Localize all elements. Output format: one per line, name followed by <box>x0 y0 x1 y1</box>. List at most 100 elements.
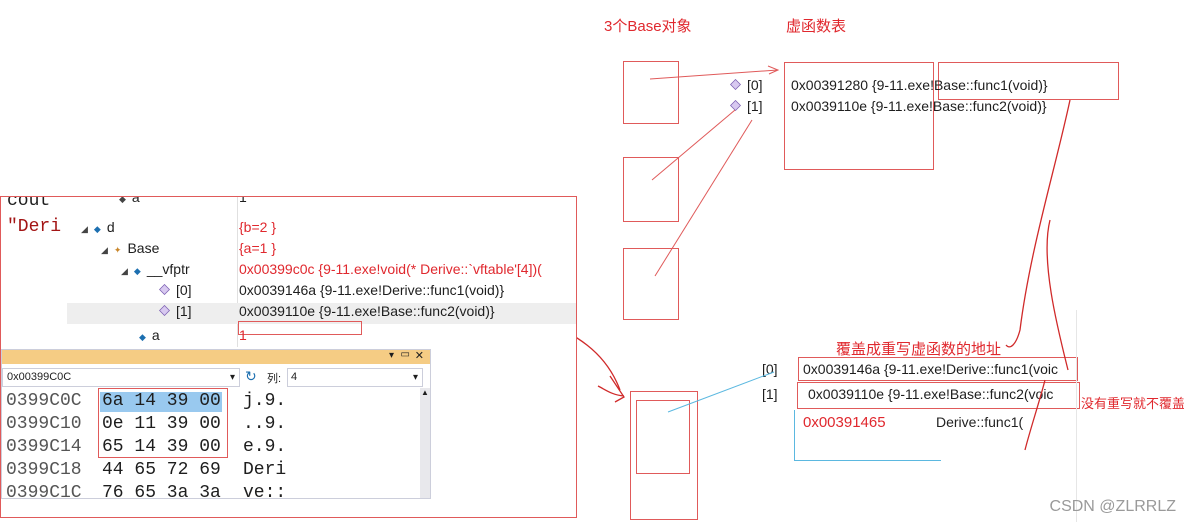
field-icon: ◆ <box>139 332 146 342</box>
memory-addresses: 0399C0C 0399C10 0399C14 0399C18 0399C1C <box>6 390 82 505</box>
chevron-down-icon[interactable]: ▾ <box>229 372 235 383</box>
tree-node-icon: ◆ <box>119 196 126 204</box>
column-divider <box>237 197 238 347</box>
derive-vfptr-box <box>636 400 690 474</box>
memory-ascii-row: ve:: <box>243 483 287 503</box>
vtable-label: 虚函数表 <box>786 18 847 35</box>
memory-ascii-row: j.9. <box>243 391 287 411</box>
memory-ascii-row: e.9. <box>243 437 287 457</box>
override-box-1 <box>797 382 1080 409</box>
column-select[interactable]: 4 ▾ <box>287 368 423 387</box>
derive-object-box <box>630 391 698 520</box>
column-label: 列: <box>267 373 282 385</box>
refresh-icon[interactable]: ↻ <box>245 368 257 384</box>
debugger-screenshot: cout "Deri ◆ a 1 ◢ ◆ d {b=2 } ◢ ✦ Base {a=1 }… <box>0 196 577 518</box>
memory-ascii: j.9. ..9. e.9. Deri ve:: <box>243 390 286 505</box>
address-input[interactable]: 0x00399C0C ▾ <box>2 368 240 387</box>
collapse-arrow-icon[interactable]: ◢ <box>121 266 128 276</box>
var-name: [0] <box>176 282 192 298</box>
field-icon: ◆ <box>93 224 101 234</box>
code-line-1: cout <box>7 196 51 211</box>
maximize-icon[interactable]: ▭ <box>400 349 410 360</box>
watch-row-d[interactable]: ◢ ◆ d {b=2 } <box>67 219 576 240</box>
memory-address: 0399C0C <box>6 391 82 411</box>
memory-address: 0399C10 <box>6 414 82 434</box>
memory-bytes-row[interactable]: 44 65 72 69 <box>102 460 221 480</box>
base-class-icon: ✦ <box>113 245 122 255</box>
row-index: [0] <box>762 361 778 377</box>
watch-row-a[interactable]: ◆ a 1 <box>67 196 576 210</box>
row-value: 0x0039110e {9-11.exe!Base::func2(voic <box>808 386 1054 402</box>
memory-address: 0399C18 <box>6 460 82 480</box>
var-value: 1 <box>239 196 247 205</box>
watch-row-base[interactable]: ◢ ✦ Base {a=1 } <box>67 240 576 261</box>
var-name: a <box>151 327 160 343</box>
memory-bytes[interactable]: 6a 14 39 00 0e 11 39 00 65 14 39 00 44 6… <box>102 390 221 505</box>
dropdown-icon[interactable]: ▾ <box>388 350 394 361</box>
watch-row-a2[interactable]: ◆a 1 <box>67 327 576 348</box>
close-icon[interactable]: ✕ <box>414 350 424 362</box>
row-value: 0x0039110e {9-11.exe!Base::func2(void)} <box>791 98 1047 114</box>
var-value: 0x00399c0c {9-11.exe!void(* Derive::`vft… <box>239 261 542 277</box>
field-icon: ◆ <box>133 266 141 276</box>
bytes-highlight-box <box>98 388 228 458</box>
var-value: 0x0039110e {9-11.exe!Base::func2(void)} <box>239 303 495 319</box>
base-object-box-2 <box>623 157 679 222</box>
memory-ascii-row: Deri <box>243 460 287 480</box>
selection-highlight <box>100 392 222 412</box>
top-vtable-row-0: [0] 0x00391280 {9-11.exe!Base::func1(voi… <box>730 77 1048 93</box>
address-annotation: 0x00391465 <box>803 414 886 431</box>
var-name: a <box>131 196 140 205</box>
base-object-box-1 <box>623 61 679 124</box>
memory-bytes-row[interactable]: 76 65 3a 3a <box>102 483 221 503</box>
scrollbar[interactable]: ▲ <box>420 388 430 498</box>
func2-highlight-box <box>238 321 362 335</box>
memory-ascii-row: ..9. <box>243 414 287 434</box>
memory-bytes-row[interactable]: 6a 14 39 00 <box>102 391 221 411</box>
var-value: 0x0039146a {9-11.exe!Derive::func1(void)… <box>239 282 505 298</box>
var-value: {a=1 } <box>239 240 276 256</box>
override-box-0 <box>798 357 1078 381</box>
address-value: 0x00399C0C <box>7 371 72 383</box>
collapse-arrow-icon[interactable]: ◢ <box>81 224 88 234</box>
var-name: Base <box>127 240 160 256</box>
collapse-arrow-icon[interactable]: ◢ <box>101 245 108 255</box>
field-icon <box>159 305 170 316</box>
row-value: 0x0039146a {9-11.exe!Derive::func1(voic <box>803 361 1059 377</box>
memory-bytes-row[interactable]: 0e 11 39 00 <box>102 414 221 434</box>
field-icon <box>159 284 170 295</box>
memory-address: 0399C1C <box>6 483 82 503</box>
var-name: __vfptr <box>146 261 190 277</box>
func1-highlight-box <box>938 62 1119 100</box>
memory-window: ▾ ▭ ✕ 0x00399C0C ▾ ↻ 列: 4 ▾ ▲ 0399C0C 03… <box>1 349 431 503</box>
memory-title-bar[interactable]: ▾ ▭ ✕ <box>2 349 430 364</box>
divider <box>1076 310 1077 522</box>
row-index: [1] <box>747 98 763 114</box>
code-line-2: "Deri <box>7 217 62 237</box>
memory-address: 0399C14 <box>6 437 82 457</box>
watch-row-vfptr-1[interactable]: [1] 0x0039110e {9-11.exe!Base::func2(voi… <box>67 303 576 324</box>
var-name: [1] <box>176 303 192 319</box>
column-value: 4 <box>291 371 298 383</box>
watch-row-vfptr[interactable]: ◢ ◆ __vfptr 0x00399c0c {9-11.exe!void(* De… <box>67 261 576 282</box>
blue-bracket <box>794 410 941 461</box>
bottom-vtable-row-0: [0] 0x0039146a {9-11.exe!Derive::func1(v… <box>762 361 1058 377</box>
vtable-box <box>784 62 934 170</box>
scroll-up-icon[interactable]: ▲ <box>421 388 429 397</box>
base-objects-label: 3个Base对象 <box>604 18 692 35</box>
derive-func-label: Derive::func1( <box>936 414 1024 430</box>
row-value: 0x00391280 {9-11.exe!Base::func1(void)} <box>791 77 1048 93</box>
not-overridden-note: 没有重写就不覆盖 <box>1081 396 1184 411</box>
bottom-vtable-row-1: [1] 0x0039110e {9-11.exe!Base::func2(voi… <box>762 386 1053 402</box>
row-index: [1] <box>762 386 778 402</box>
memory-bytes-row[interactable]: 65 14 39 00 <box>102 437 221 457</box>
watch-panel: ◆ a 1 ◢ ◆ d {b=2 } ◢ ✦ Base {a=1 } ◢ ◆ __vfptr … <box>67 197 576 347</box>
watch-row-vfptr-0[interactable]: [0] 0x0039146a {9-11.exe!Derive::func1(v… <box>67 282 576 303</box>
watermark: CSDN @ZLRRLZ <box>1049 498 1176 515</box>
var-value: {b=2 } <box>239 219 276 235</box>
chevron-down-icon[interactable]: ▾ <box>412 372 418 383</box>
top-vtable-row-1: [1] 0x0039110e {9-11.exe!Base::func2(voi… <box>730 98 1047 114</box>
override-note: 覆盖成重写虚函数的地址 <box>836 341 1002 358</box>
var-name: d <box>106 219 115 235</box>
row-index: [0] <box>747 77 763 93</box>
